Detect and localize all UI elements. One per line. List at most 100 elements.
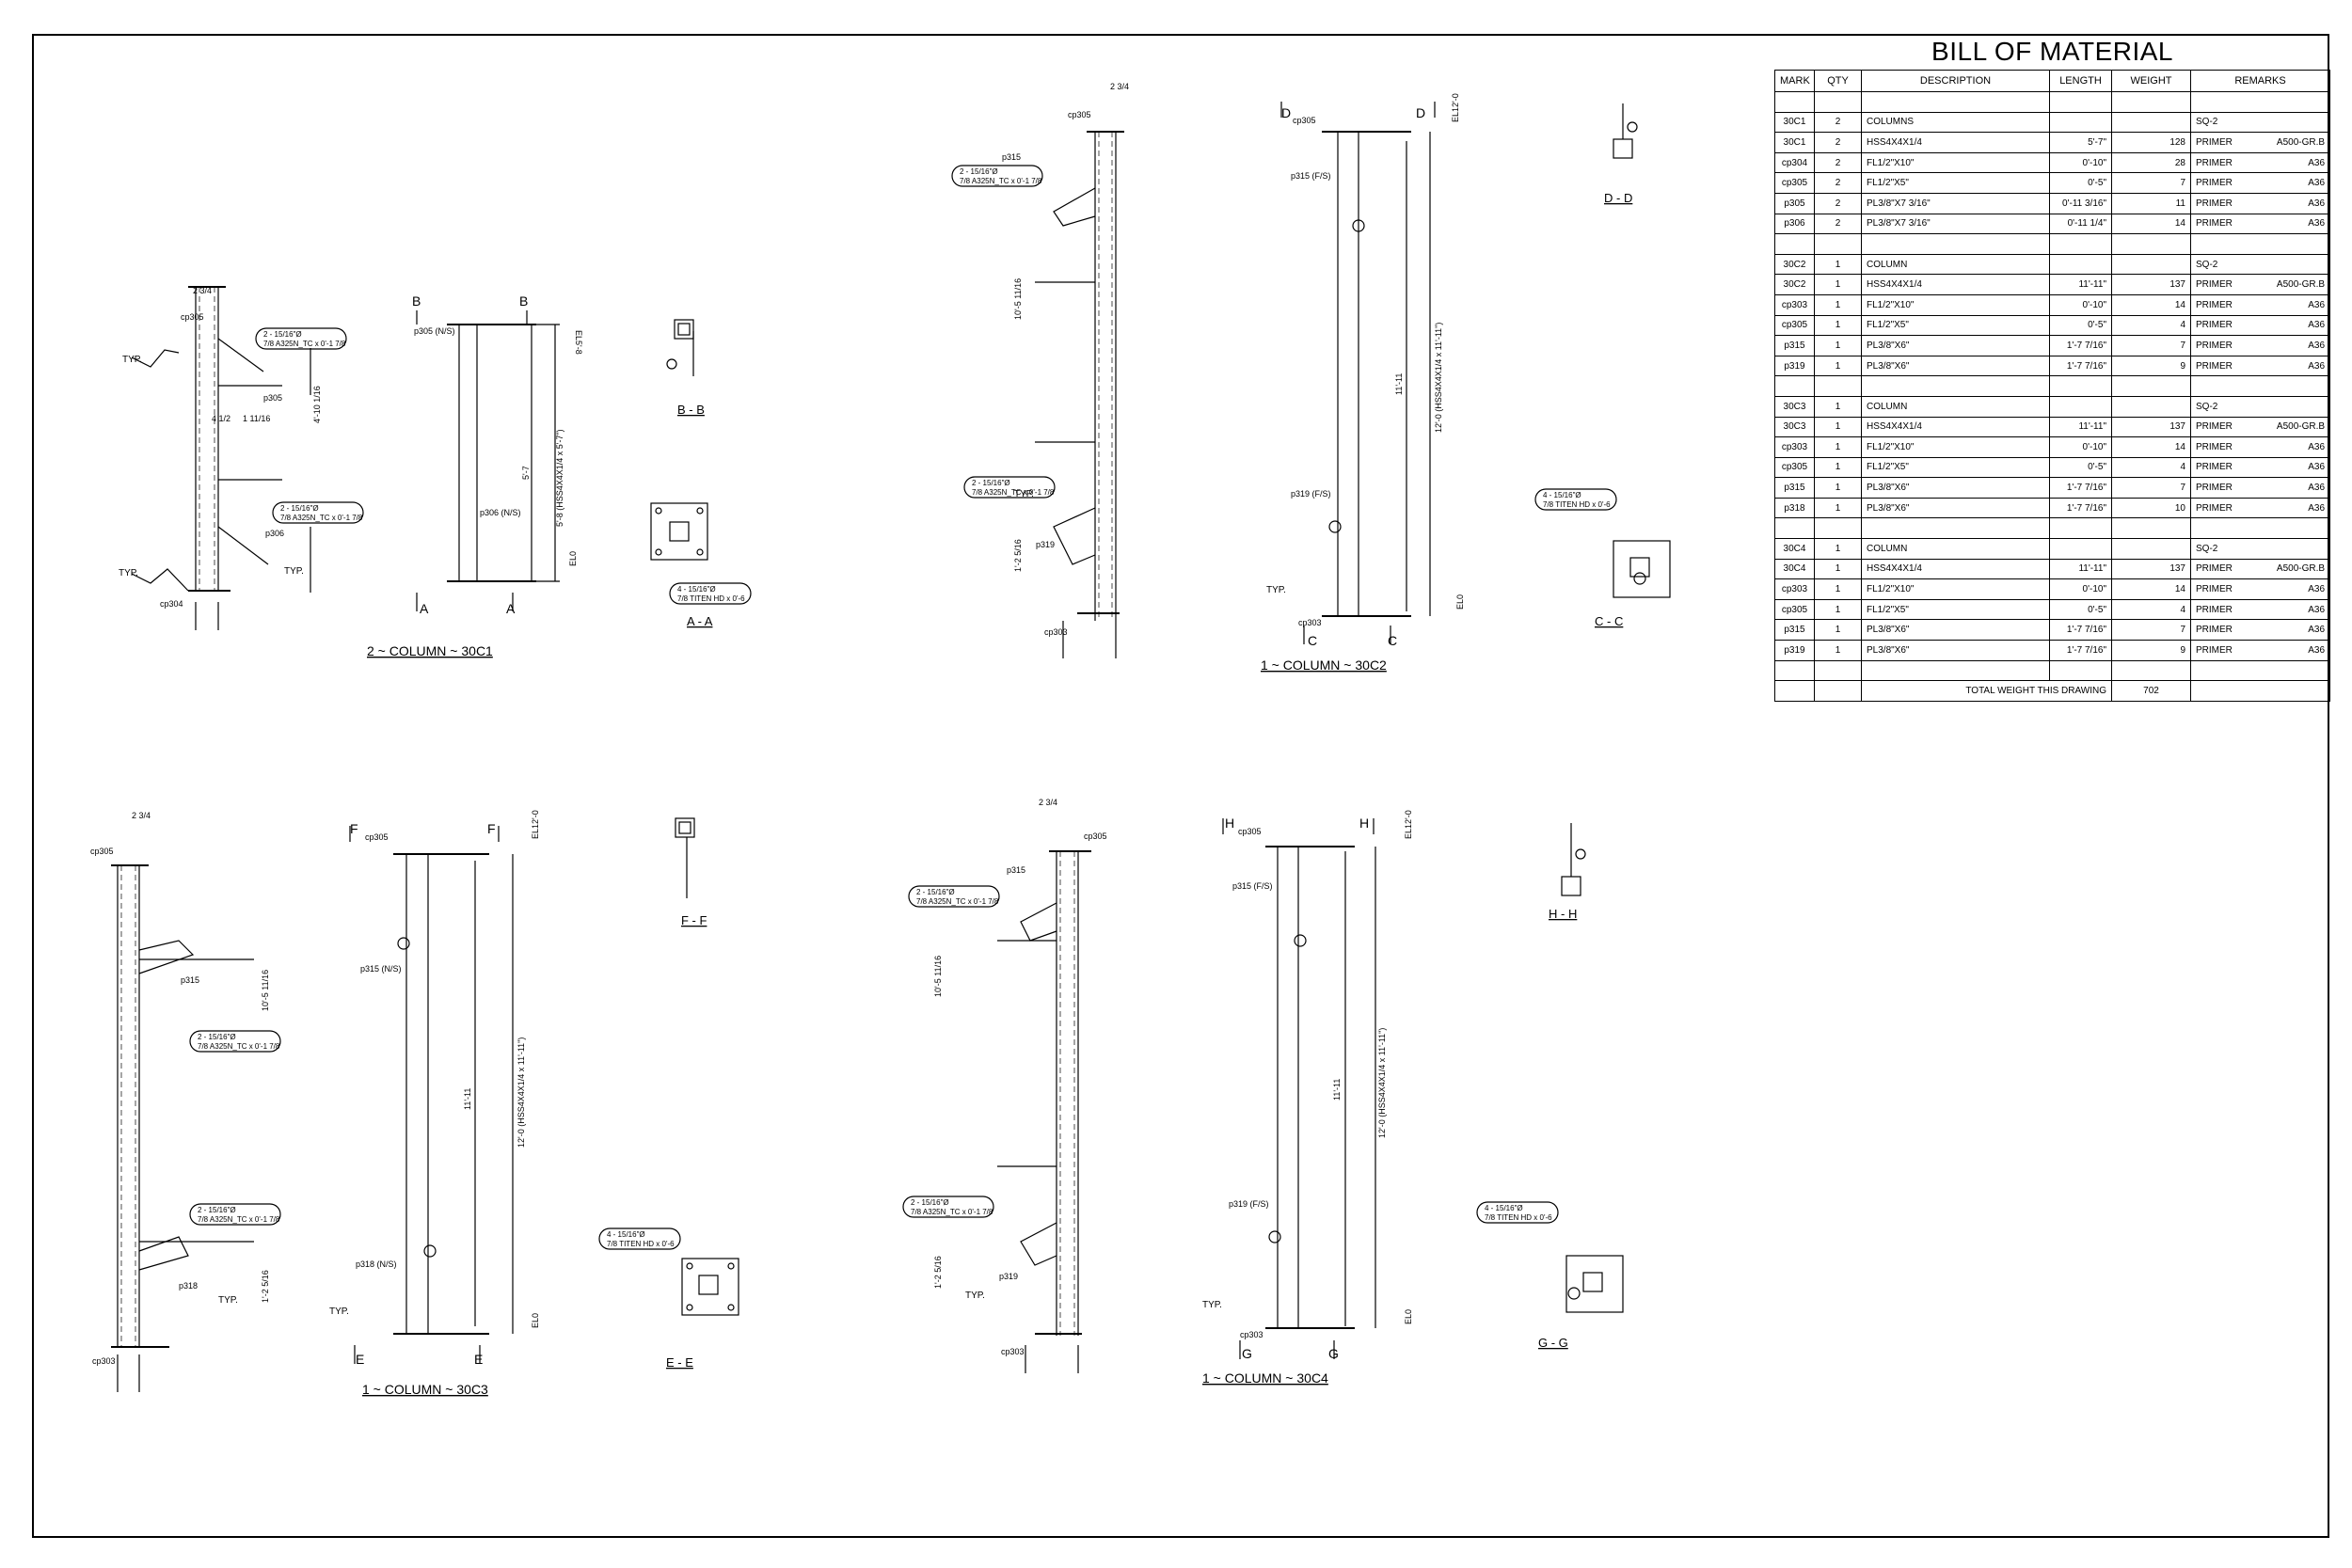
bom-remark-finish: PRIMER bbox=[2196, 421, 2233, 433]
bom-cell-weight: 137 bbox=[2111, 416, 2191, 438]
view-title-30c1: 2 ~ COLUMN ~ 30C1 bbox=[367, 643, 493, 658]
bom-remark-finish: PRIMER bbox=[2196, 279, 2233, 291]
dim-c3-inner: 11'-11 bbox=[463, 1088, 472, 1110]
bom-cell-qty bbox=[1814, 91, 1862, 113]
section-mark-c-left: C bbox=[1308, 633, 1317, 648]
bom-remark-finish: PRIMER bbox=[2196, 462, 2233, 473]
anchor-callout-c-c: 4 - 15/16"Ø 7/8 TITEN HD x 0'-6 bbox=[1534, 488, 1617, 511]
label-p315-ns-c3: p315 (N/S) bbox=[360, 964, 402, 974]
bom-cell-mark bbox=[1774, 517, 1815, 540]
bom-remark-grade: A36 bbox=[2308, 441, 2326, 452]
bom-cell-mark: 30C4 bbox=[1774, 558, 1815, 580]
bom-remark-finish: PRIMER bbox=[2196, 157, 2233, 168]
section-title-f-f: F - F bbox=[681, 913, 707, 927]
label-cp304: cp304 bbox=[160, 599, 183, 609]
bom-cell-mark: p315 bbox=[1774, 335, 1815, 356]
bom-table: BILL OF MATERIAL MARK QTY DESCRIPTION LE… bbox=[1774, 34, 2331, 702]
label-typ-c: TYP. bbox=[284, 566, 304, 577]
bom-cell-description: PL3/8"X6" bbox=[1861, 619, 2050, 641]
bom-header-remarks: REMARKS bbox=[2189, 70, 2331, 92]
column-30c2-side bbox=[1280, 102, 1436, 644]
bolt-text-c2a: 2 - 15/16"Ø bbox=[960, 167, 998, 176]
dim-c4-1216: 1'-2 5/16 bbox=[933, 1256, 943, 1289]
bolt-callout-col1-top: 2 - 15/16"Ø 7/8 A325N_TC x 0'-1 7/8 bbox=[255, 327, 347, 350]
bom-cell-mark: cp305 bbox=[1774, 172, 1815, 194]
bom-cell-weight: 14 bbox=[2111, 578, 2191, 600]
section-mark-c-right: C bbox=[1388, 633, 1397, 648]
dim-c4-overall: 12'-0 (HSS4X4X1/4 x 11'-11") bbox=[1377, 1028, 1387, 1138]
bom-remark-finish: PRIMER bbox=[2196, 483, 2233, 494]
label-p305: p305 bbox=[263, 393, 282, 403]
bom-cell-description bbox=[1861, 659, 2050, 682]
bom-cell-weight: 10 bbox=[2111, 497, 2191, 519]
bom-remark-grade: A36 bbox=[2308, 360, 2326, 372]
bom-cell-remarks bbox=[2189, 375, 2331, 397]
bolt-callout-c2-top: 2 - 15/16"Ø 7/8 A325N_TC x 0'-1 7/8 bbox=[951, 165, 1043, 187]
bom-cell-length: 0'-5" bbox=[2049, 598, 2112, 621]
label-cp303-c4: cp303 bbox=[1001, 1347, 1025, 1356]
bolt-callout-c4-bottom: 2 - 15/16"Ø 7/8 A325N_TC x 0'-1 7/8 bbox=[902, 1196, 994, 1218]
section-mark-g-right: G bbox=[1328, 1346, 1339, 1361]
column-30c4-elevation bbox=[997, 850, 1091, 1373]
bom-cell-weight: 9 bbox=[2111, 640, 2191, 661]
bom-cell-qty: 2 bbox=[1814, 111, 1862, 134]
bom-cell-length: 0'-5" bbox=[2049, 456, 2112, 479]
bom-cell-length: 0'-10" bbox=[2049, 293, 2112, 316]
dim-c4-top: 2 3/4 bbox=[1039, 798, 1057, 807]
bolt-callout-c3-top: 2 - 15/16"Ø 7/8 A325N_TC x 0'-1 7/8 bbox=[189, 1030, 281, 1053]
bom-cell-length: 11'-11" bbox=[2049, 416, 2112, 438]
bom-header-length: LENGTH bbox=[2049, 70, 2112, 92]
bom-cell-weight bbox=[2111, 517, 2191, 540]
section-g-g-detail bbox=[1565, 1255, 1624, 1313]
bom-cell-qty: 1 bbox=[1814, 619, 1862, 641]
label-p315-c3: p315 bbox=[181, 975, 199, 985]
el-5-8: EL5'-8 bbox=[574, 330, 583, 355]
bolt-text-c3c: 2 - 15/16"Ø bbox=[198, 1206, 236, 1214]
label-cp305-c3: cp305 bbox=[90, 847, 114, 856]
bom-cell-weight: 137 bbox=[2111, 274, 2191, 295]
dim-c1-overall: 5'-8 (HSS4X4X1/4 x 5'-7") bbox=[555, 429, 564, 527]
bom-header-qty: QTY bbox=[1814, 70, 1862, 92]
section-title-h-h: H - H bbox=[1549, 907, 1577, 921]
label-p315-fs-c2: p315 (F/S) bbox=[1291, 171, 1331, 181]
drawing-sheet-border bbox=[32, 34, 2329, 1538]
anchor-text-aa2: 7/8 TITEN HD x 0'-6 bbox=[677, 594, 745, 603]
bom-cell-qty: 1 bbox=[1814, 293, 1862, 316]
bom-cell-description: COLUMNS bbox=[1861, 111, 2050, 134]
anchor-text-cc1: 4 - 15/16"Ø bbox=[1543, 491, 1581, 499]
bom-remark-finish: PRIMER bbox=[2196, 198, 2233, 209]
bom-remark-finish: PRIMER bbox=[2196, 218, 2233, 230]
bom-cell-description: FL1/2"X5" bbox=[1861, 456, 2050, 479]
dim-c2-top: 2 3/4 bbox=[1110, 82, 1129, 91]
column-30c2-elevation bbox=[1035, 131, 1124, 658]
bom-cell-description: FL1/2"X10" bbox=[1861, 151, 2050, 174]
bom-cell-description: COLUMN bbox=[1861, 538, 2050, 560]
bom-cell-qty: 1 bbox=[1814, 335, 1862, 356]
bom-total-blank-2 bbox=[1814, 680, 1862, 702]
bom-cell-weight bbox=[2111, 375, 2191, 397]
label-cp305-c4: cp305 bbox=[1084, 832, 1107, 841]
bom-cell-qty: 1 bbox=[1814, 578, 1862, 600]
bom-remark-finish: PRIMER bbox=[2196, 360, 2233, 372]
bom-cell-description: COLUMN bbox=[1861, 395, 2050, 418]
el-12-0-c4: EL12'-0 bbox=[1404, 810, 1413, 839]
bom-cell-qty: 2 bbox=[1814, 151, 1862, 174]
bom-remark-grade: A36 bbox=[2308, 157, 2326, 168]
bom-cell-mark bbox=[1774, 233, 1815, 255]
bom-remark-finish: PRIMER bbox=[2196, 299, 2233, 310]
bolt-callout-col1-bottom: 2 - 15/16"Ø 7/8 A325N_TC x 0'-1 7/8 bbox=[272, 501, 364, 524]
section-mark-e-left: E bbox=[356, 1352, 364, 1367]
bolt-text-c4b: 7/8 A325N_TC x 0'-1 7/8 bbox=[916, 897, 999, 906]
bom-cell-description bbox=[1861, 517, 2050, 540]
